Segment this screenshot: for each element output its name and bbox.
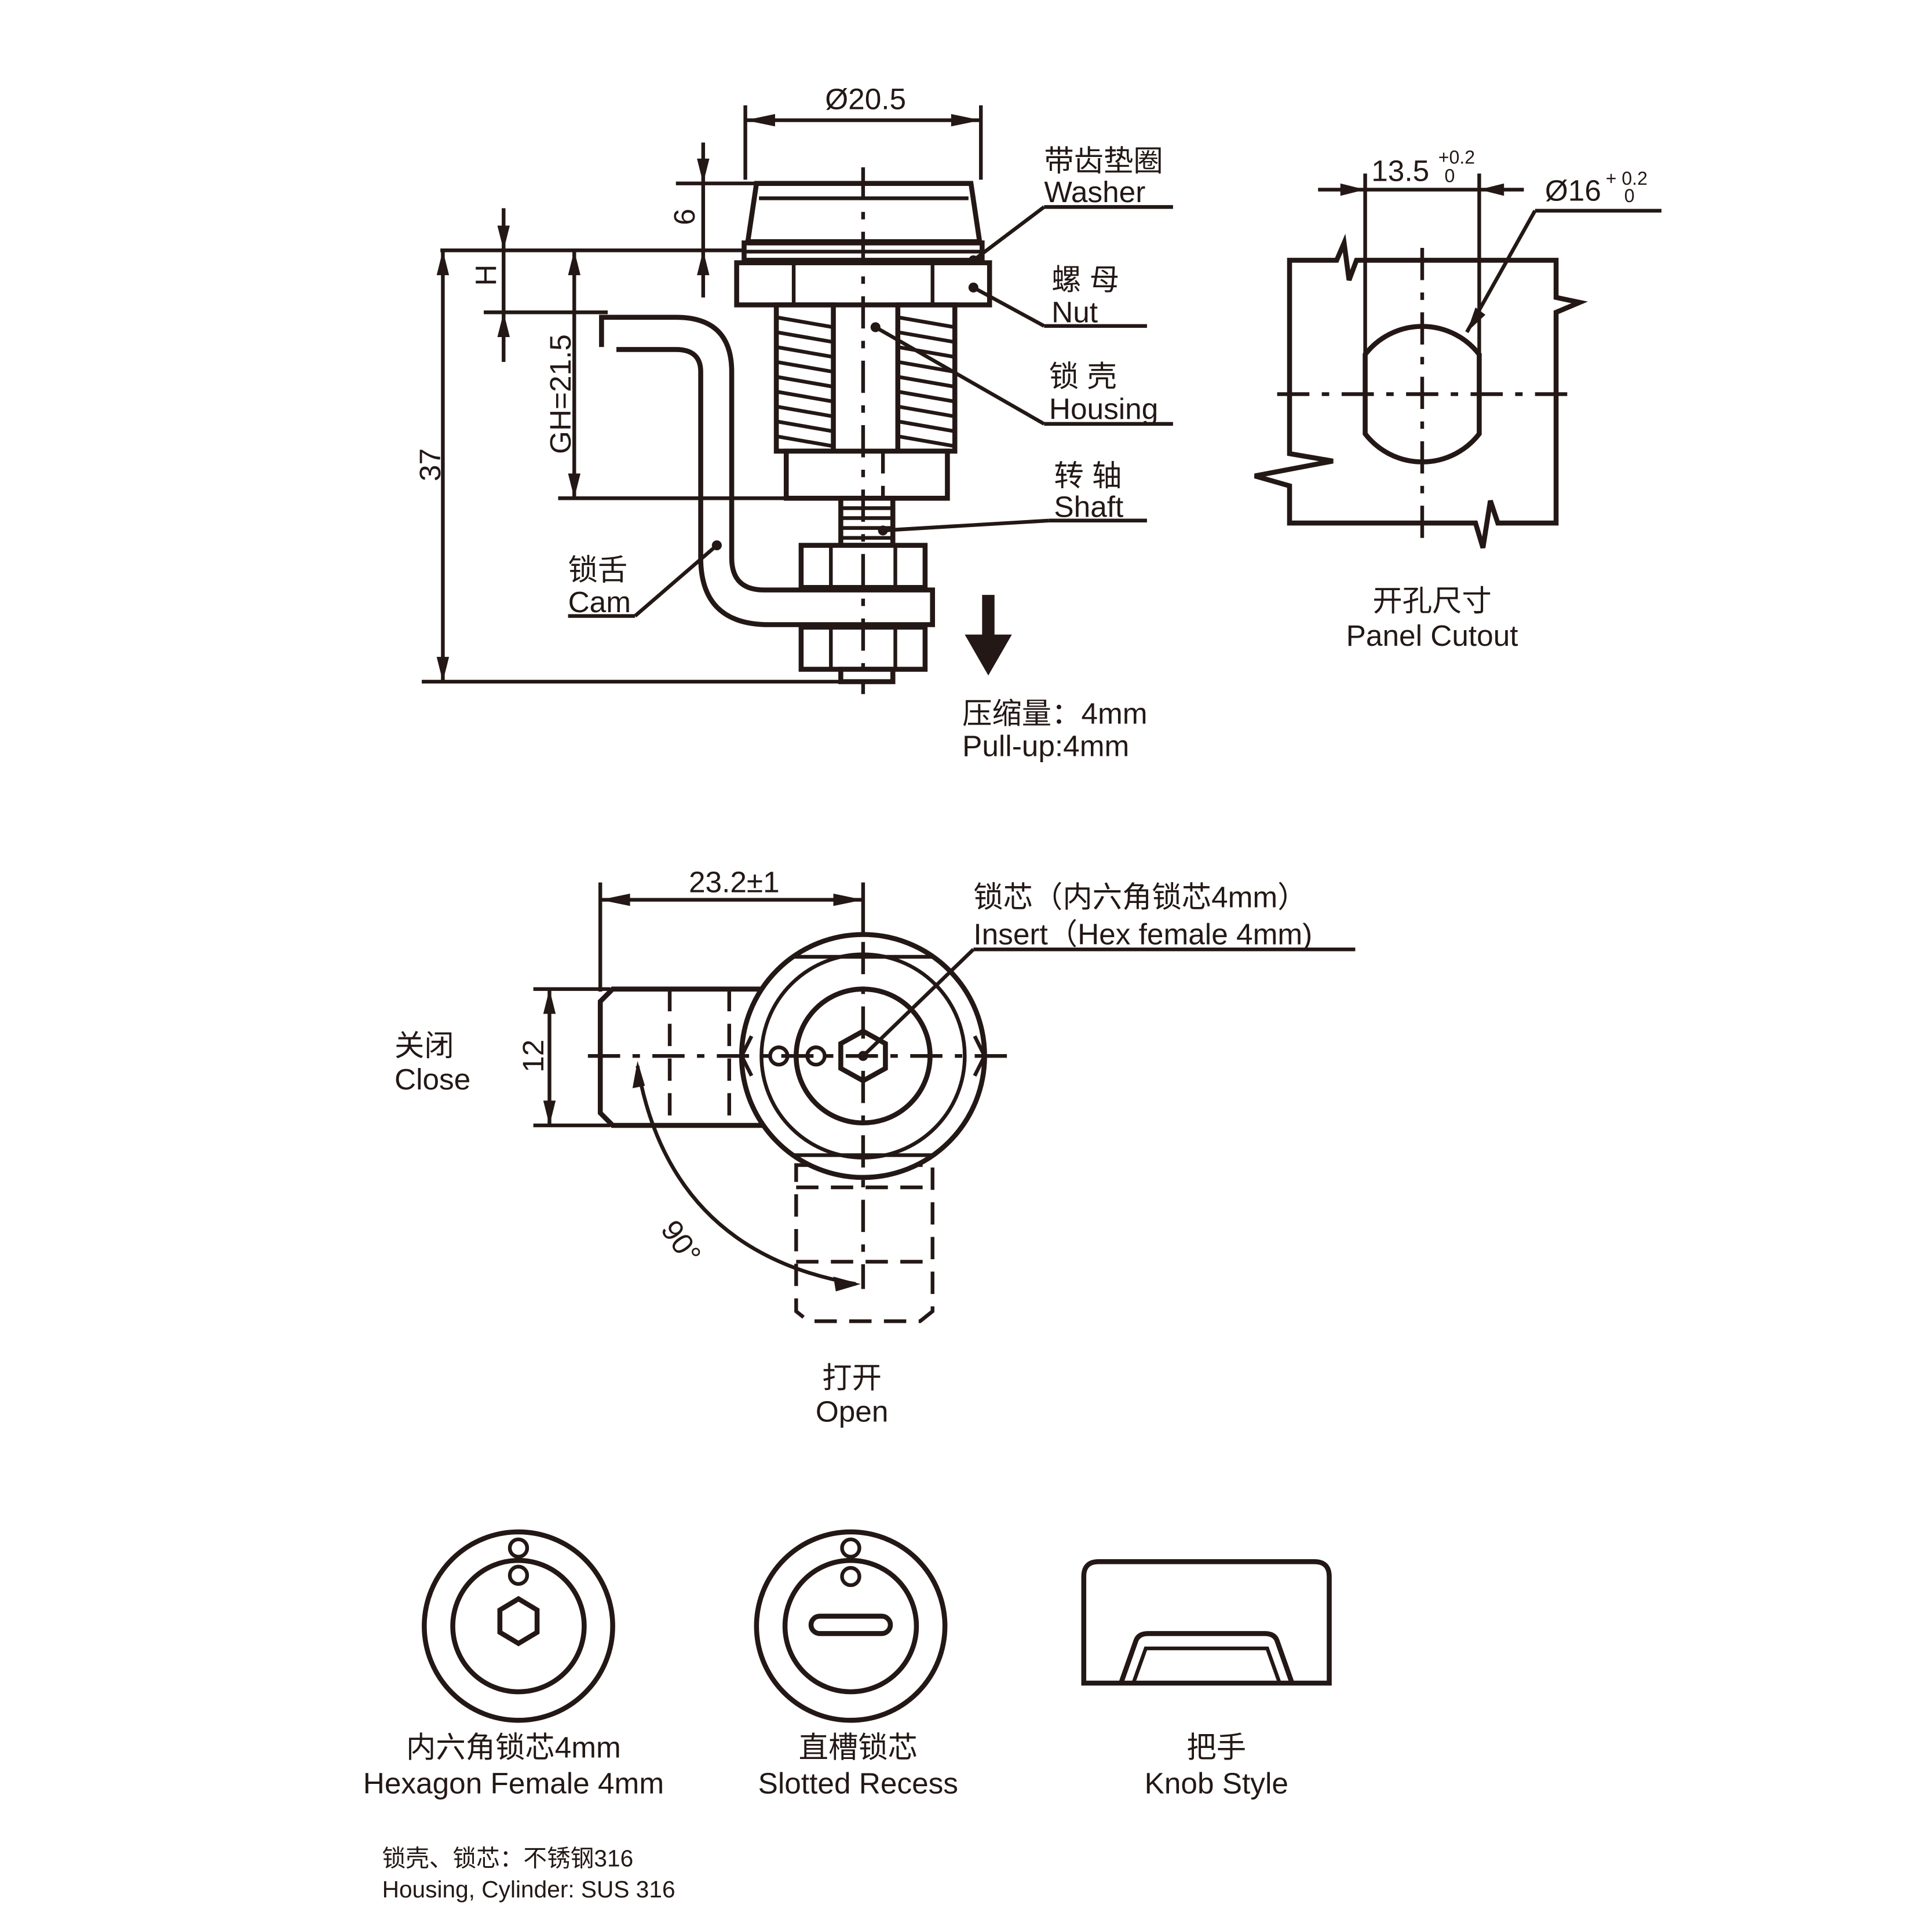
open-label-cn: 打开	[822, 1362, 882, 1395]
variant-knob: 把手 Knob Style	[1081, 1559, 1332, 1800]
svg-text:+0.2: +0.2	[1438, 147, 1475, 167]
svg-text:Cam: Cam	[568, 586, 631, 619]
insert-label-en: Insert（Hex female 4mm)	[973, 918, 1312, 951]
svg-text:锁 壳: 锁 壳	[1049, 360, 1117, 393]
label-nut: 螺 母 Nut	[968, 264, 1147, 328]
close-label-cn: 关闭	[395, 1029, 454, 1062]
cutout-width-label: 13.5	[1371, 154, 1429, 187]
svg-text:Washer: Washer	[1044, 175, 1145, 209]
svg-text:压缩量：4mm: 压缩量：4mm	[962, 697, 1147, 730]
label-housing: 锁 壳 Housing	[870, 322, 1173, 426]
svg-text:0: 0	[1445, 166, 1455, 186]
knob-icon	[1081, 1559, 1332, 1686]
variant-hex: 内六角锁芯4mm Hexagon Female 4mm	[363, 1529, 664, 1800]
svg-text:内六角锁芯4mm: 内六角锁芯4mm	[406, 1731, 621, 1764]
dim-6-label: 6	[668, 209, 701, 225]
svg-text:+ 0.2: + 0.2	[1606, 168, 1648, 189]
hex-insert-icon	[422, 1529, 615, 1723]
variant-slot: 直槽锁芯 Slotted Recess	[754, 1529, 958, 1800]
svg-text:锁舌: 锁舌	[568, 553, 628, 586]
dim-gh-label: GH=21.5	[544, 334, 577, 454]
close-label-en: Close	[395, 1063, 470, 1096]
insert-label-cn: 锁芯（内六角锁芯4mm）	[973, 880, 1307, 913]
svg-text:转 轴: 转 轴	[1054, 459, 1122, 492]
dim-h-label: H	[469, 265, 502, 286]
label-pullup: 压缩量：4mm Pull-up:4mm	[962, 697, 1147, 763]
cutout-hole	[1363, 324, 1482, 465]
svg-text:Knob Style: Knob Style	[1145, 1767, 1288, 1800]
material-note: 锁壳、锁芯：不锈钢316 Housing, Cylinder: SUS 316	[382, 1845, 675, 1903]
thread-right	[895, 302, 958, 454]
open-label-en: Open	[816, 1395, 889, 1428]
dim-length-label: 23.2±1	[689, 866, 780, 899]
svg-text:螺 母: 螺 母	[1051, 264, 1119, 297]
dim-h: H	[440, 208, 744, 362]
dim-width-label: 12	[517, 1040, 550, 1073]
dim-diameter-label: Ø20.5	[825, 82, 906, 115]
svg-text:Housing, Cylinder: SUS 316: Housing, Cylinder: SUS 316	[382, 1876, 675, 1903]
dim-37-label: 37	[414, 448, 447, 481]
label-shaft: 转 轴 Shaft	[878, 459, 1147, 536]
svg-text:0: 0	[1624, 185, 1635, 206]
label-washer: 带齿垫圈 Washer	[968, 144, 1173, 265]
svg-text:带齿垫圈: 带齿垫圈	[1044, 144, 1163, 177]
side-view: Ø20.5 6 H GH=21.5	[414, 82, 1173, 762]
dim-gh: GH=21.5	[544, 250, 794, 500]
dim-total: 37	[414, 250, 843, 684]
thread-left	[773, 302, 836, 454]
cutout-caption-en: Panel Cutout	[1346, 619, 1518, 652]
dim-diameter: Ø20.5	[743, 82, 983, 180]
label-cam: 锁舌 Cam	[568, 540, 722, 619]
angle-label: 90°	[655, 1214, 707, 1270]
front-view: 23.2±1 12 90° 锁芯（内六角锁芯	[395, 866, 1356, 1428]
svg-text:Hexagon Female 4mm: Hexagon Female 4mm	[363, 1767, 664, 1800]
svg-text:把手: 把手	[1186, 1731, 1246, 1764]
housing-body	[783, 448, 950, 501]
panel-cutout: 13.5 +0.2 0 Ø16 + 0.2 0 开孔尺寸 Panel Cutou…	[1254, 147, 1661, 652]
svg-text:Pull-up:4mm: Pull-up:4mm	[962, 729, 1129, 762]
cutout-diameter-label: Ø16	[1545, 174, 1601, 207]
cutout-caption-cn: 开孔尺寸	[1372, 584, 1491, 617]
svg-text:Slotted Recess: Slotted Recess	[758, 1767, 958, 1800]
slot-insert-icon	[754, 1529, 948, 1723]
pullup-arrow-icon	[965, 595, 1012, 676]
svg-text:Shaft: Shaft	[1054, 490, 1123, 523]
svg-text:直槽锁芯: 直槽锁芯	[799, 1731, 918, 1764]
svg-text:Housing: Housing	[1049, 392, 1158, 425]
svg-text:Nut: Nut	[1051, 295, 1098, 328]
svg-text:锁壳、锁芯：不锈钢316: 锁壳、锁芯：不锈钢316	[382, 1845, 634, 1872]
cam-open	[794, 1163, 934, 1323]
